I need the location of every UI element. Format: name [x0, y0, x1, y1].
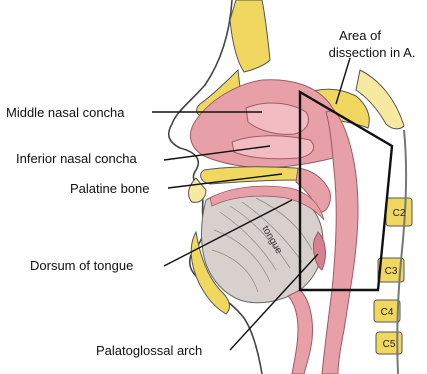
cervical-vertebrae	[374, 130, 412, 374]
label-palatoglossal-arch: Palatoglossal arch	[96, 343, 202, 358]
label-area-of-dissection-2: dissection in A.	[329, 45, 416, 60]
tongue-body	[202, 190, 324, 303]
larynx	[288, 290, 313, 374]
frontal-bone	[230, 0, 270, 72]
label-c5: C5	[383, 339, 396, 350]
label-c4: C4	[381, 307, 394, 318]
label-dorsum-of-tongue: Dorsum of tongue	[30, 258, 133, 273]
label-middle-nasal-concha: Middle nasal concha	[6, 105, 125, 120]
label-palatine-bone: Palatine bone	[70, 181, 150, 196]
label-c3: C3	[385, 266, 398, 277]
label-inferior-nasal-concha: Inferior nasal concha	[16, 151, 137, 166]
label-area-of-dissection-1: Area of	[339, 28, 381, 43]
inferior-nasal-concha	[232, 136, 314, 159]
label-c2: C2	[393, 208, 406, 219]
